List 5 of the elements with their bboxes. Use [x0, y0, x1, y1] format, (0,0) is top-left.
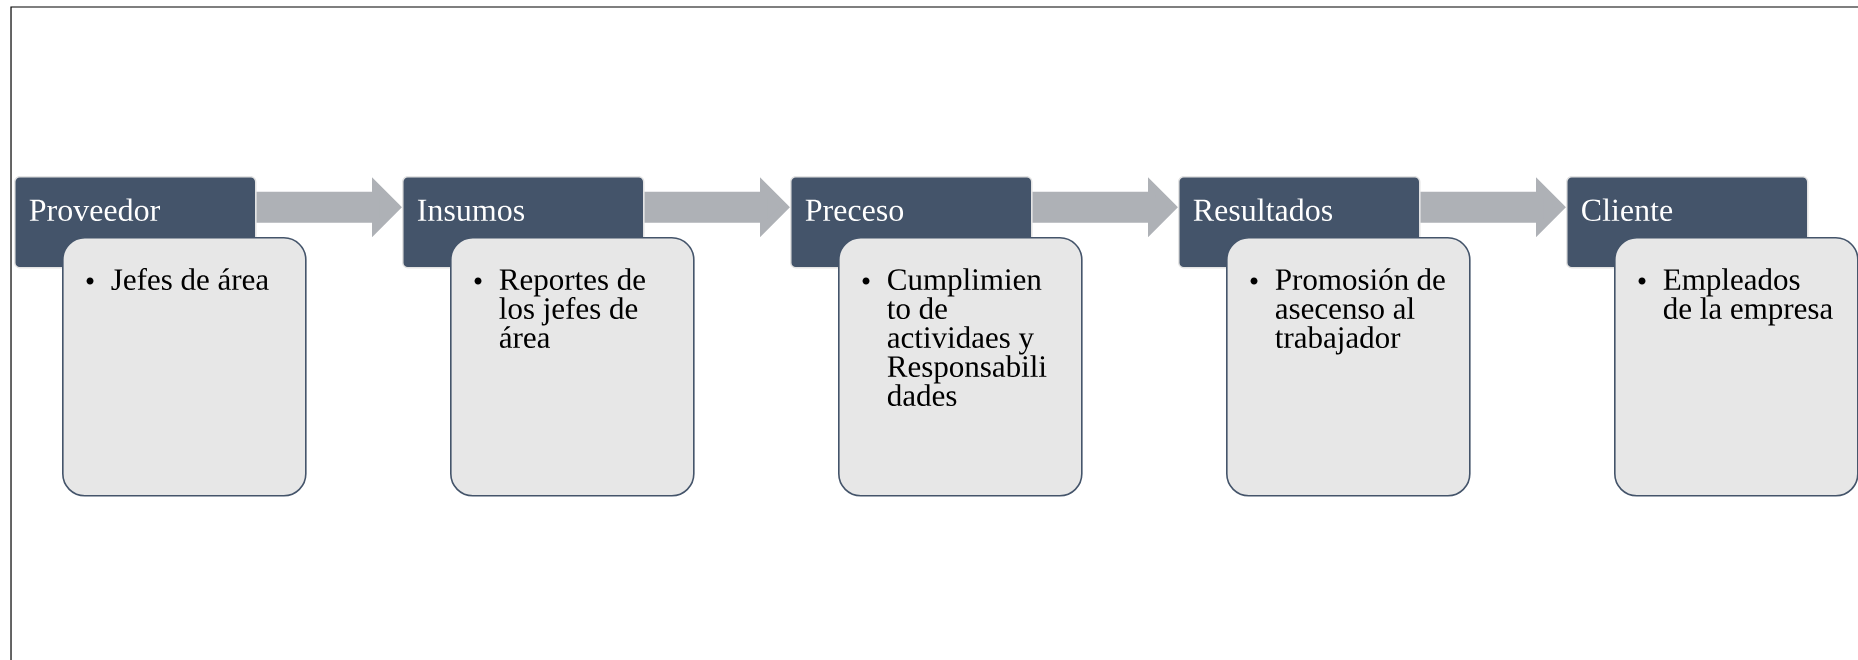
content-box: Jefes de área	[62, 237, 307, 497]
content-box: Cumplimien to de actividaes y Responsabili dades	[838, 237, 1083, 497]
content-box: Reportes de los jefes de área	[450, 237, 695, 497]
content-box: Promosión de asecenso al trabajador	[1226, 237, 1471, 497]
content-box: Empleados de la empresa	[1614, 237, 1858, 497]
